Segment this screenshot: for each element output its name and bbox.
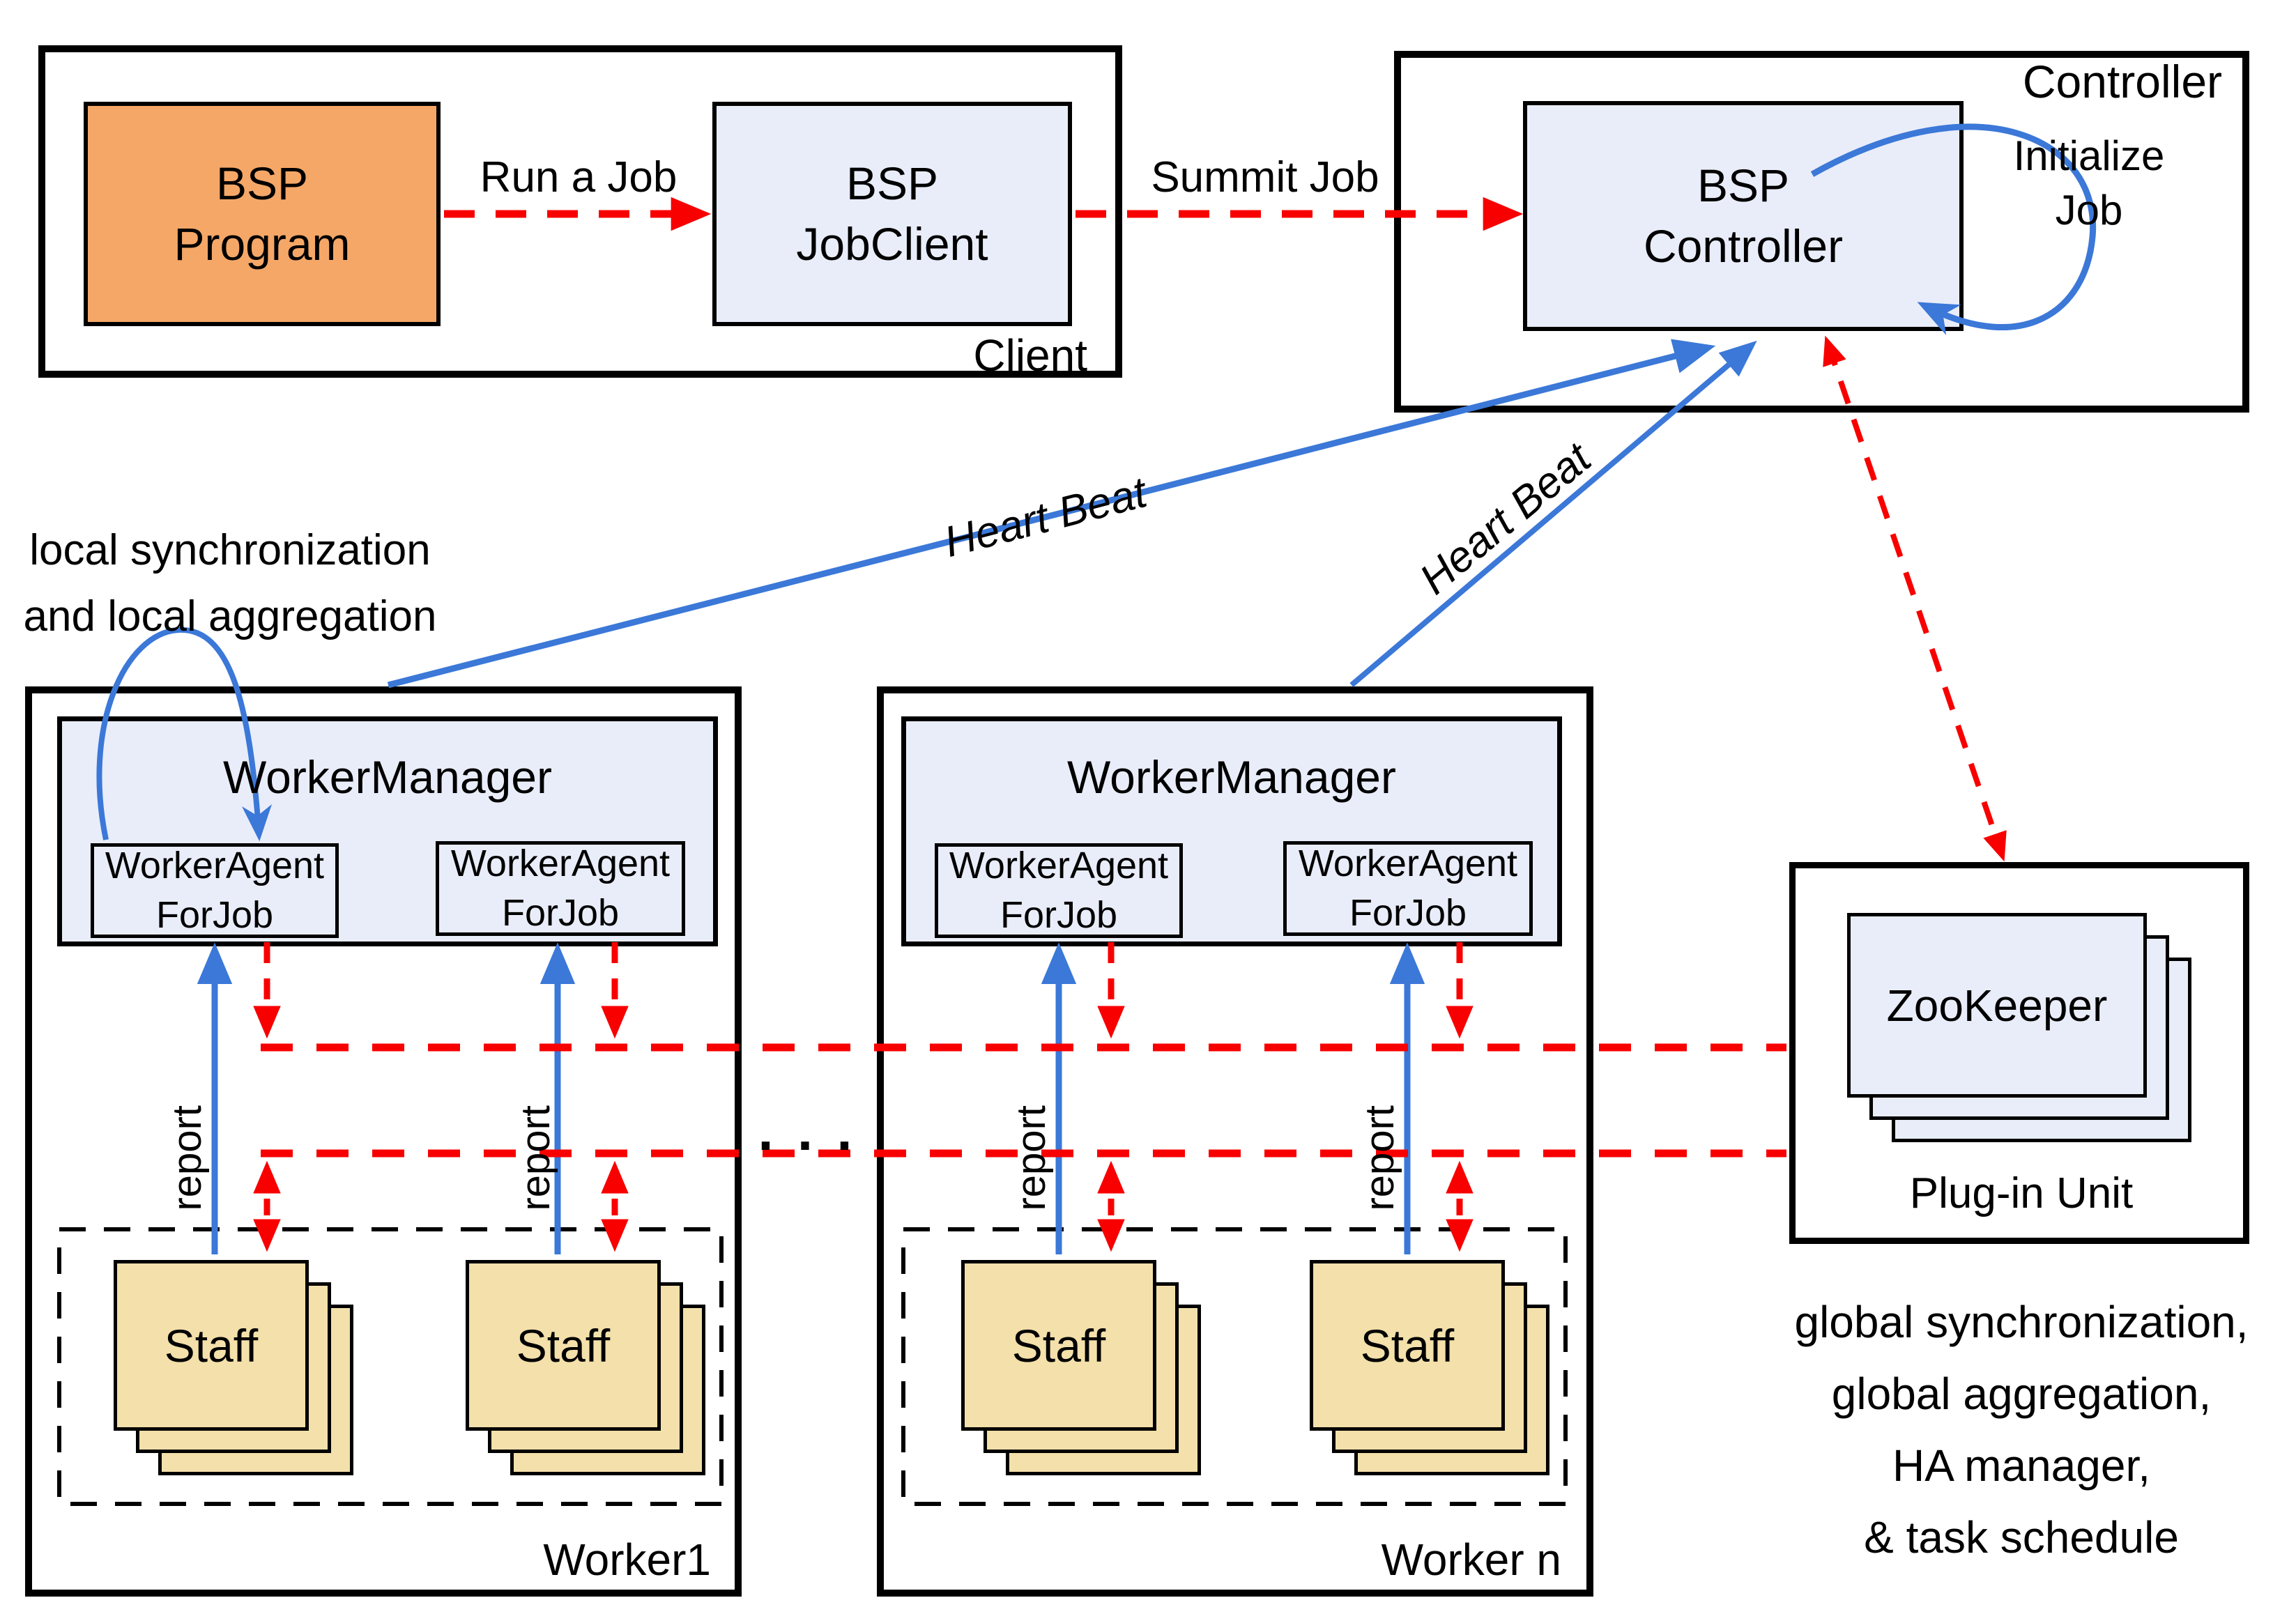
run-a-job-label: Run a Job (480, 153, 678, 201)
staff-front: Staff (961, 1260, 1156, 1431)
worker1-agent-box-1: WorkerAgent ForJob (91, 843, 339, 938)
zookeeper-front: ZooKeeper (1847, 913, 2147, 1098)
summit-job-label: Summit Job (1151, 153, 1379, 201)
bsp-program-label: BSP Program (174, 157, 351, 270)
worker-n-agent-box-2: WorkerAgent ForJob (1283, 841, 1533, 936)
worker1-agent-label-2: WorkerAgent ForJob (450, 842, 671, 934)
worker-n-manager-label: WorkerManager (1067, 751, 1396, 803)
workers-ellipsis: . . . (758, 1100, 857, 1162)
staff-label: Staff (1360, 1319, 1455, 1371)
heart-beat-label-1: Heart Beat (939, 468, 1152, 567)
global-sync-note: global synchronization, global aggregati… (1794, 1297, 2249, 1562)
local-sync-note: local synchronization and local aggregat… (23, 526, 437, 640)
worker-n-staff-stack-1: Staff (961, 1260, 1202, 1476)
report-label-2: report (512, 1105, 558, 1211)
controller-group-label: Controller (2022, 56, 2222, 107)
worker1-name-label: Worker1 (543, 1535, 711, 1585)
staff-label: Staff (1011, 1319, 1106, 1371)
worker-n-agent-label-2: WorkerAgent ForJob (1298, 842, 1518, 934)
plugin-unit-label: Plug-in Unit (1909, 1169, 2134, 1217)
worker-n-staff-stack-2: Staff (1310, 1260, 1550, 1476)
worker1-agent-label-1: WorkerAgent ForJob (105, 844, 325, 936)
bsp-jobclient-box: BSP JobClient (712, 102, 1072, 326)
initialize-job-label: Initialize Job (2013, 132, 2165, 233)
worker-n-agent-box-1: WorkerAgent ForJob (935, 843, 1183, 938)
heart-beat-label-2: Heart Beat (1411, 433, 1600, 604)
report-label-3: report (1008, 1105, 1054, 1211)
client-group-label: Client (973, 330, 1087, 381)
worker1-staff-stack-2: Staff (466, 1260, 706, 1476)
bsp-jobclient-label: BSP JobClient (796, 157, 988, 270)
controller-zookeeper-arrow (1823, 335, 2007, 862)
bsp-controller-label: BSP Controller (1643, 159, 1844, 272)
worker-n-name-label: Worker n (1381, 1535, 1561, 1585)
worker1-staff-stack-1: Staff (114, 1260, 354, 1476)
staff-label: Staff (516, 1319, 611, 1371)
staff-front: Staff (466, 1260, 661, 1431)
worker1-manager-label: WorkerManager (223, 751, 552, 803)
staff-label: Staff (164, 1319, 259, 1371)
worker-n-agent-label-1: WorkerAgent ForJob (949, 844, 1169, 936)
bsp-program-box: BSP Program (84, 102, 441, 326)
zookeeper-stack: ZooKeeper (1847, 913, 2192, 1143)
report-label-1: report (164, 1105, 210, 1211)
report-label-4: report (1356, 1105, 1402, 1211)
staff-front: Staff (1310, 1260, 1505, 1431)
zookeeper-label: ZooKeeper (1886, 980, 2108, 1031)
staff-front: Staff (114, 1260, 309, 1431)
bsp-controller-box: BSP Controller (1523, 101, 1964, 331)
worker1-agent-box-2: WorkerAgent ForJob (436, 841, 685, 936)
